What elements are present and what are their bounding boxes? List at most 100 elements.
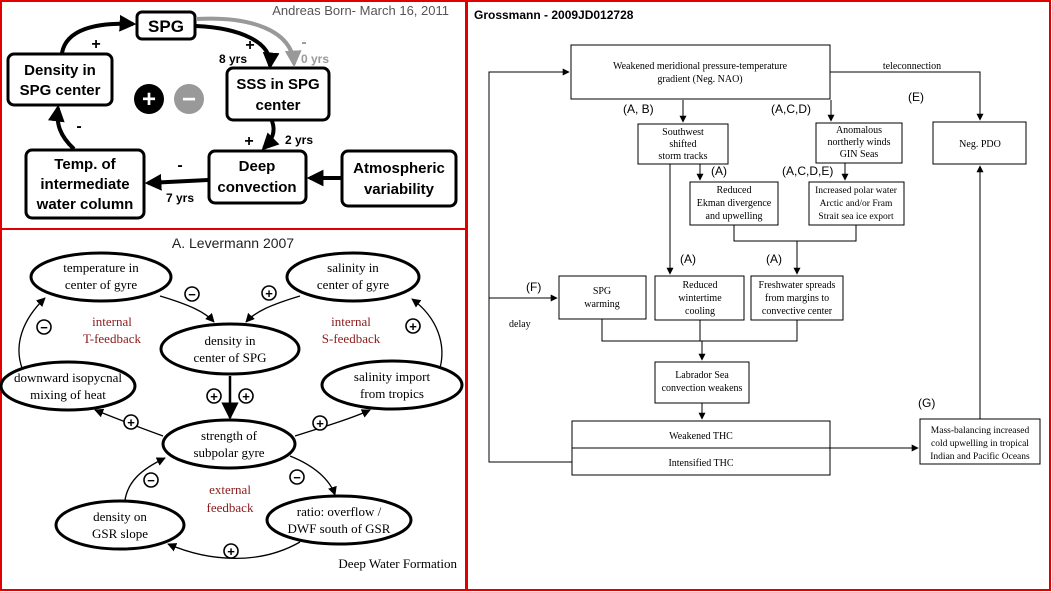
feedback-external-2: feedback (207, 500, 254, 515)
panel-grossmann-frame (466, 0, 1051, 591)
box-polar-water (808, 181, 905, 226)
box-ekman-3: and upwelling (706, 211, 763, 222)
node-salinity-import (320, 359, 464, 411)
density-label-2: SPG center (20, 82, 101, 99)
legend-plus-circle (134, 84, 164, 114)
node-salinity-1: salinity in (327, 260, 379, 275)
sign-strength-import: + (312, 415, 328, 431)
arrow-strength-to-downward (94, 408, 164, 437)
node-strength-1: strength of (201, 428, 258, 443)
box-southwest-1: Southwest (662, 127, 704, 138)
node-downward-1: downward isopycnal (14, 370, 122, 385)
levermann-footer: Deep Water Formation (338, 556, 457, 571)
svg-text:−: − (147, 473, 155, 488)
node-density (159, 322, 301, 376)
node-temperature-2: center of gyre (65, 277, 137, 292)
sign-temp-density: − (184, 286, 200, 302)
node-import-1: salinity import (354, 369, 431, 384)
conn-top-to-pdo (830, 71, 984, 121)
deep-label-1: Deep (239, 158, 276, 175)
arrow-gsr-to-strength (124, 457, 166, 501)
node-strength-2: subpolar gyre (193, 445, 264, 460)
box-ekman-2: Ekman divergence (697, 198, 772, 209)
box-weakened-gradient (570, 44, 831, 100)
box-reduced-cooling-3: cooling (685, 306, 715, 317)
sign-strength-ratio: − (289, 469, 305, 485)
legend-minus-circle (174, 84, 204, 114)
box-neg-pdo-label: Neg. PDO (959, 139, 1001, 150)
label-teleconnection: teleconnection (883, 61, 941, 72)
panel-born: Andreas Born- March 16, 2011 SPG Density… (6, 3, 458, 220)
box-mass-balancing (919, 418, 1041, 465)
label-ab: (A, B) (623, 102, 654, 116)
box-southwest-3: storm tracks (658, 151, 707, 162)
label-f: (F) (526, 280, 541, 294)
deep-label-2: convection (217, 179, 296, 196)
box-freshwater-1: Freshwater spreads (759, 280, 836, 291)
box-reduced-cooling-1: Reduced (683, 280, 718, 291)
box-ekman (689, 181, 779, 226)
box-polar-water-1: Increased polar water (815, 186, 898, 196)
box-polar-water-3: Strait sea ice export (818, 212, 894, 222)
label-delay: delay (509, 319, 531, 330)
box-mass-balancing-2: cold upwelling in tropical (931, 439, 1029, 449)
box-thc-intensified: Intensified THC (668, 458, 733, 469)
arrow-strength-to-ratio (289, 455, 337, 496)
node-salinity (285, 251, 421, 303)
label-acd: (A,C,D) (771, 102, 811, 116)
node-gsr-density (54, 499, 186, 551)
box-anomalous-1: Anomalous (836, 125, 882, 136)
arrow-import-to-salinity (411, 298, 443, 369)
density-label-1: Density in (24, 62, 96, 79)
temp-box (24, 148, 146, 220)
panel-levermann: A. Levermann 2007 temperature in center … (0, 235, 464, 571)
lag-7-yrs: 7 yrs (166, 191, 194, 205)
sign-dens-strength-1: + (206, 388, 222, 404)
atmo-label-1: Atmospheric (353, 160, 445, 177)
svg-text:−: − (188, 287, 196, 302)
box-weakened-gradient-1: Weakened meridional pressure-temperature (613, 61, 788, 72)
grossmann-credit: Grossmann - 2009JD012728 (474, 8, 634, 22)
label-g: (G) (918, 396, 935, 410)
sss-label-1: SSS in SPG (236, 76, 319, 93)
conn-thc-to-top-loop (488, 68, 572, 463)
atmo-label-2: variability (364, 181, 435, 198)
box-freshwater (750, 275, 844, 321)
box-spg-warming (558, 275, 647, 320)
sign-sss-deep: + (244, 133, 253, 150)
node-ratio (265, 494, 413, 546)
label-a-cooling: (A) (680, 252, 696, 266)
sss-label-2: center (255, 97, 300, 114)
svg-text:+: + (265, 286, 273, 301)
box-labrador-2: convection weakens (662, 383, 743, 394)
box-freshwater-3: convective center (762, 306, 833, 317)
arrow-downward-to-temp (18, 297, 46, 369)
label-e: (E) (908, 90, 924, 104)
sign-spg-sss-plus: + (245, 37, 254, 54)
feedback-internal-t-2: T-feedback (83, 331, 141, 346)
node-strength (161, 418, 297, 470)
node-density-2: center of SPG (194, 350, 267, 365)
panel-grossmann: Grossmann - 2009JD012728 Weakened meridi… (474, 8, 1041, 476)
spg-box (135, 10, 197, 41)
sign-deep-temp: - (177, 157, 182, 174)
box-weakened-gradient-2: gradient (Neg. NAO) (657, 74, 742, 85)
arrow-spg-to-sss-negative (195, 16, 302, 68)
box-neg-pdo (932, 121, 1027, 165)
svg-text:−: − (40, 320, 48, 335)
node-temperature (29, 251, 173, 303)
sign-gsr-strength: − (143, 472, 159, 488)
box-labrador-1: Labrador Sea (675, 370, 729, 381)
node-ratio-1: ratio: overflow / (297, 504, 382, 519)
box-anomalous-2: northerly winds (827, 137, 890, 148)
conn-ekman-polar-merge (733, 225, 857, 242)
node-gsr-1: density on (93, 509, 147, 524)
spg-label: SPG (148, 17, 184, 36)
temp-label-2: intermediate (40, 176, 129, 193)
box-thc-weakened: Weakened THC (669, 431, 733, 442)
sign-left-loop: − (36, 319, 52, 335)
legend-plus-sign: + (142, 86, 156, 113)
arrow-temp-to-density (159, 295, 215, 323)
sign-density-spg: + (91, 36, 100, 53)
box-southwest-2: shifted (669, 139, 696, 150)
